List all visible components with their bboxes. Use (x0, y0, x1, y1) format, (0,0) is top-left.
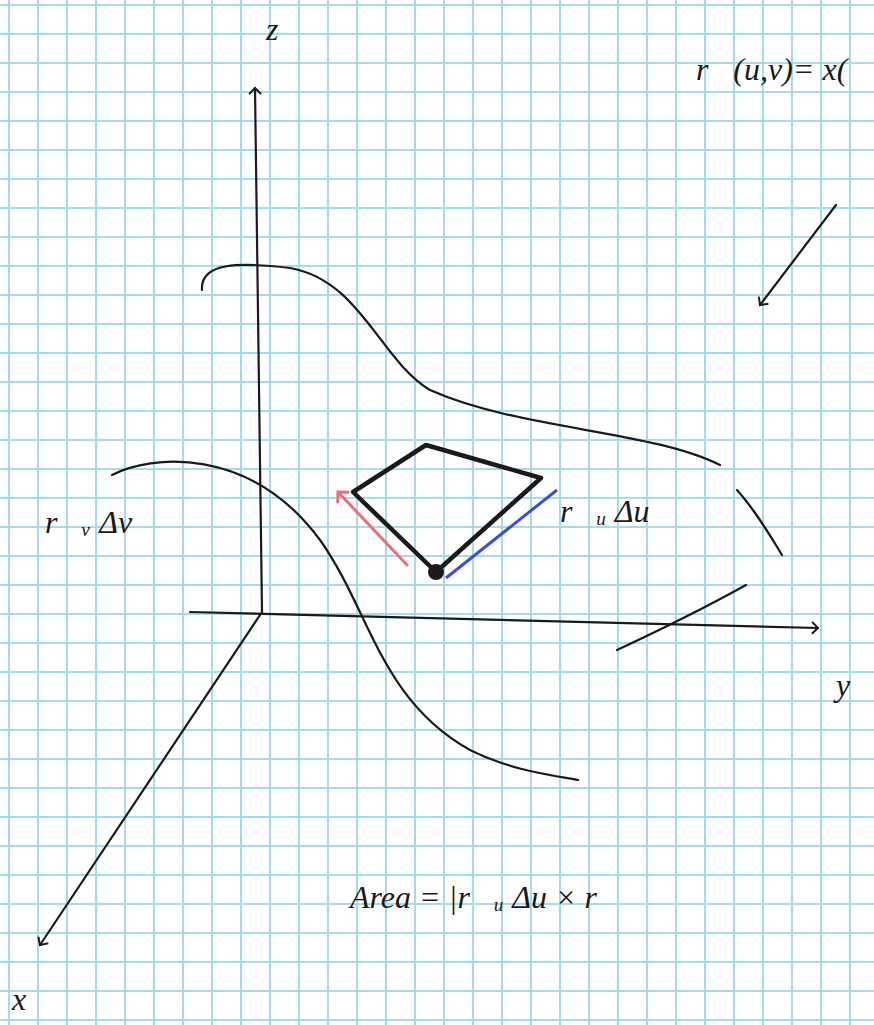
pointer-arrow (760, 205, 836, 305)
vector-label: r⃗ᵥ Δv (45, 505, 132, 540)
axis-label: x (12, 982, 26, 1017)
formula-text: Area = |r⃗ᵤ Δu × r⃗ (350, 880, 622, 915)
base-point (428, 564, 444, 580)
ru-vector (446, 490, 557, 578)
x-axis (40, 612, 262, 945)
axis-label: z (266, 12, 278, 47)
formula-text: r⃗(u,v)= x( (696, 52, 847, 87)
surface-edge (202, 265, 720, 465)
y-axis (190, 612, 818, 628)
vector-label: r⃗ᵤ Δu (560, 494, 650, 529)
surface-edge (737, 490, 782, 555)
rv-vector (338, 492, 408, 566)
surface-patch (353, 445, 541, 572)
axis-label: y (836, 668, 850, 703)
z-axis (255, 88, 262, 612)
surface-edge (617, 585, 746, 650)
